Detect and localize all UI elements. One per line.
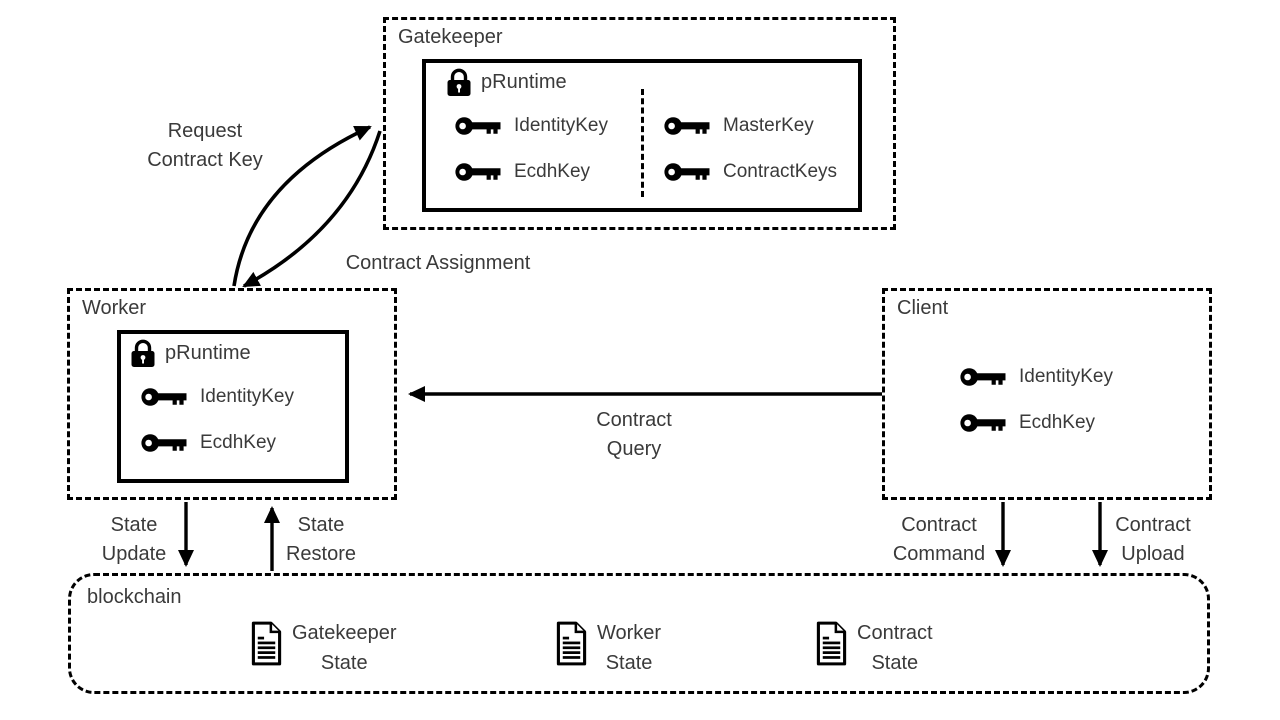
label-line: Contract <box>1115 514 1191 536</box>
key-icon <box>141 388 187 406</box>
key-item: EcdhKey <box>960 400 1113 446</box>
key-item: MasterKey <box>664 103 837 149</box>
key-label: IdentityKey <box>200 386 294 407</box>
key-label: EcdhKey <box>200 432 277 453</box>
label-line: Contract <box>596 409 672 431</box>
label-line: Update <box>101 543 167 565</box>
request-contract-key-label: Request Contract Key <box>147 117 263 175</box>
label-line: Contract Key <box>147 149 263 171</box>
blockchain-box: blockchain Gatekeeper State <box>68 573 1210 694</box>
key-item: ContractKeys <box>664 149 837 195</box>
state-label-line: State <box>320 652 368 674</box>
worker-state-item: Worker State <box>555 618 661 678</box>
contract-assignment-label: Contract Assignment <box>346 249 531 278</box>
key-icon <box>960 368 1006 386</box>
blockchain-title: blockchain <box>87 586 182 608</box>
key-item: IdentityKey <box>960 354 1113 400</box>
state-label: Worker State <box>597 618 661 678</box>
key-label: EcdhKey <box>1019 412 1096 433</box>
key-icon <box>664 163 710 181</box>
key-item: IdentityKey <box>455 103 608 149</box>
key-icon <box>960 414 1006 432</box>
key-icon <box>141 434 187 452</box>
state-label: Contract State <box>857 618 933 678</box>
label-line: Command <box>892 543 986 565</box>
label-line: Contract <box>901 514 977 536</box>
key-label: IdentityKey <box>1019 366 1113 387</box>
contract-upload-label: Contract Upload <box>1115 511 1191 569</box>
label-line: Request <box>167 120 243 142</box>
state-label-line: Contract <box>857 622 933 644</box>
contract-state-item: Contract State <box>815 618 933 678</box>
gatekeeper-box: Gatekeeper pRuntime IdentityKey <box>383 17 896 230</box>
key-label: ContractKeys <box>723 161 838 182</box>
column-divider <box>641 89 644 197</box>
key-item: IdentityKey <box>141 374 294 420</box>
state-label: Gatekeeper State <box>292 618 397 678</box>
gatekeeper-title: Gatekeeper <box>398 26 503 48</box>
worker-box: Worker pRuntime IdentityKey <box>67 288 397 500</box>
label-line: State <box>297 514 345 536</box>
key-icon <box>664 117 710 135</box>
state-update-label: State Update <box>102 511 167 569</box>
key-label: IdentityKey <box>514 115 608 136</box>
label-line: Upload <box>1121 543 1185 565</box>
label-line: Restore <box>285 543 357 565</box>
document-icon <box>816 621 847 666</box>
gatekeeper-left-keys: IdentityKey EcdhKey <box>455 103 608 195</box>
contract-query-label: Contract Query <box>596 406 672 464</box>
key-item: EcdhKey <box>455 149 608 195</box>
worker-pruntime-box: pRuntime IdentityKey EcdhKey <box>117 330 349 483</box>
client-box: Client IdentityKey EcdhKey <box>882 288 1212 500</box>
label-line: Contract Assignment <box>345 252 531 274</box>
key-icon <box>455 117 501 135</box>
state-label-line: State <box>871 652 919 674</box>
client-title: Client <box>897 297 949 319</box>
key-icon <box>455 163 501 181</box>
worker-pruntime-header: pRuntime <box>130 338 251 368</box>
state-label-line: Worker <box>597 622 662 644</box>
key-item: EcdhKey <box>141 420 294 466</box>
label-line: Query <box>606 438 662 460</box>
document-icon <box>251 621 282 666</box>
state-label-line: Gatekeeper <box>292 622 397 644</box>
gatekeeper-state-item: Gatekeeper State <box>250 618 397 678</box>
gatekeeper-right-keys: MasterKey ContractKeys <box>664 103 837 195</box>
pruntime-title: pRuntime <box>481 70 567 93</box>
gatekeeper-pruntime-header: pRuntime <box>446 67 567 97</box>
worker-title: Worker <box>82 297 147 319</box>
lock-icon <box>447 68 471 96</box>
pruntime-title: pRuntime <box>165 341 251 364</box>
key-label: EcdhKey <box>514 161 591 182</box>
state-label-line: State <box>605 652 653 674</box>
contract-command-label: Contract Command <box>893 511 985 569</box>
gatekeeper-pruntime-box: pRuntime IdentityKey EcdhKey <box>422 59 862 212</box>
label-line: State <box>110 514 158 536</box>
key-label: MasterKey <box>723 115 814 136</box>
lock-icon <box>131 339 155 367</box>
state-restore-label: State Restore <box>286 511 356 569</box>
worker-keys: IdentityKey EcdhKey <box>141 374 294 466</box>
document-icon <box>556 621 587 666</box>
client-keys: IdentityKey EcdhKey <box>960 354 1113 446</box>
